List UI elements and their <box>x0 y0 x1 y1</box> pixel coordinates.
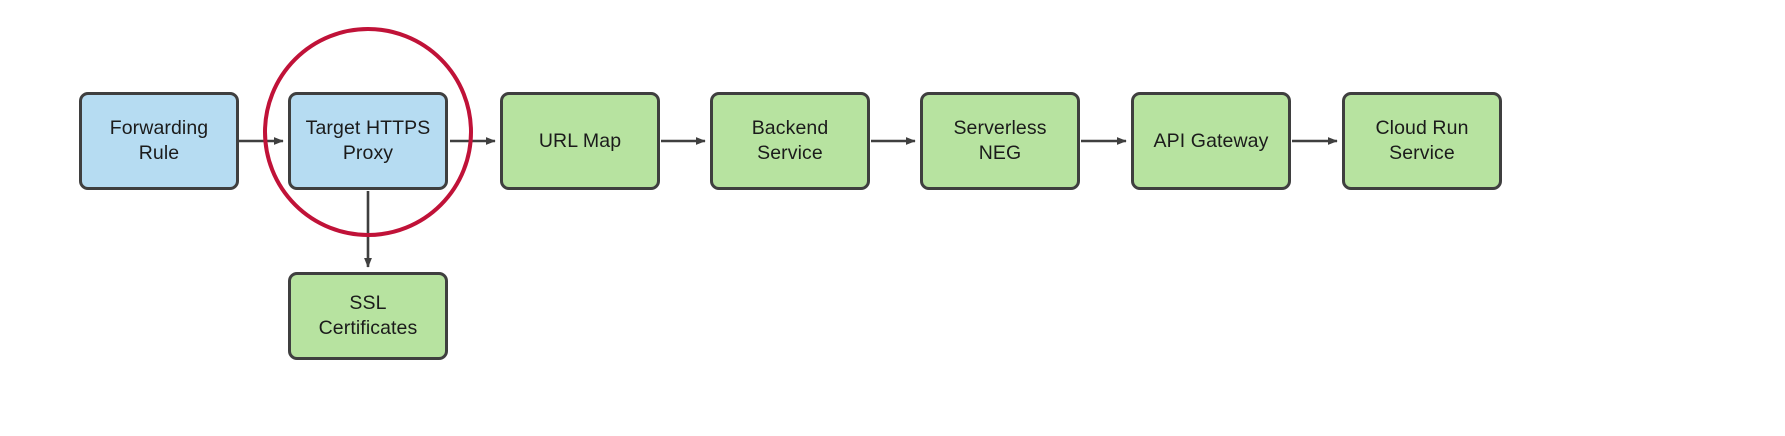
node-api-gateway-label: API Gateway <box>1153 129 1269 152</box>
node-url-map[interactable]: URL Map <box>500 92 660 190</box>
node-serverless-neg-label: Serverless NEG <box>953 117 1047 164</box>
node-ssl-certificates[interactable]: SSL Certificates <box>288 272 448 360</box>
node-backend-service-label: Backend Service <box>751 117 829 164</box>
node-cloud-run-service-label: Cloud Run Service <box>1375 117 1469 164</box>
node-cloud-run-service[interactable]: Cloud Run Service <box>1342 92 1502 190</box>
node-ssl-certificates-label: SSL Certificates <box>318 292 418 339</box>
node-forwarding-rule-label: Forwarding Rule <box>109 117 209 164</box>
node-api-gateway[interactable]: API Gateway <box>1131 92 1291 190</box>
node-target-https-proxy[interactable]: Target HTTPS Proxy <box>288 92 448 190</box>
node-url-map-label: URL Map <box>538 129 622 152</box>
node-forwarding-rule[interactable]: Forwarding Rule <box>79 92 239 190</box>
node-target-https-proxy-label: Target HTTPS Proxy <box>305 117 431 164</box>
node-backend-service[interactable]: Backend Service <box>710 92 870 190</box>
node-serverless-neg[interactable]: Serverless NEG <box>920 92 1080 190</box>
